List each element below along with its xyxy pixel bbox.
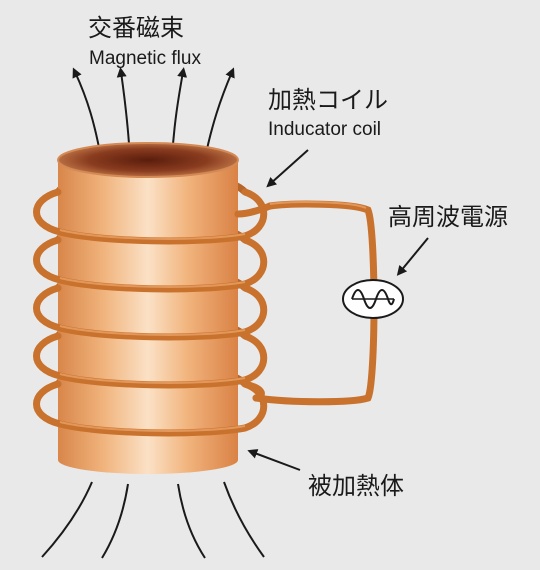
flux-label-jp: 交番磁束 xyxy=(88,14,184,42)
object-pointer-arrow xyxy=(247,449,301,471)
pointer-arrows xyxy=(247,149,429,471)
heated-object-cylinder xyxy=(57,142,239,474)
coil-highlight xyxy=(59,201,367,432)
induction-coil xyxy=(33,188,378,437)
flux-line xyxy=(204,67,235,159)
flux-label-en: Magnetic flux xyxy=(89,48,201,69)
flux-line xyxy=(101,483,129,559)
coil-pointer-arrow xyxy=(266,149,309,188)
coil-label-en: Inducator coil xyxy=(268,119,382,140)
heated-object-label: 被加熱体 xyxy=(308,472,404,500)
flux-line xyxy=(177,483,206,559)
power-pointer-arrow xyxy=(396,237,429,276)
flux-line xyxy=(41,481,93,558)
flux-line xyxy=(223,481,265,558)
coil-label-jp: 加熱コイル xyxy=(268,86,388,114)
flux-lines-bottom xyxy=(41,481,265,559)
power-source-label: 高周波電源 xyxy=(388,203,508,231)
ac-source-icon xyxy=(342,279,404,319)
